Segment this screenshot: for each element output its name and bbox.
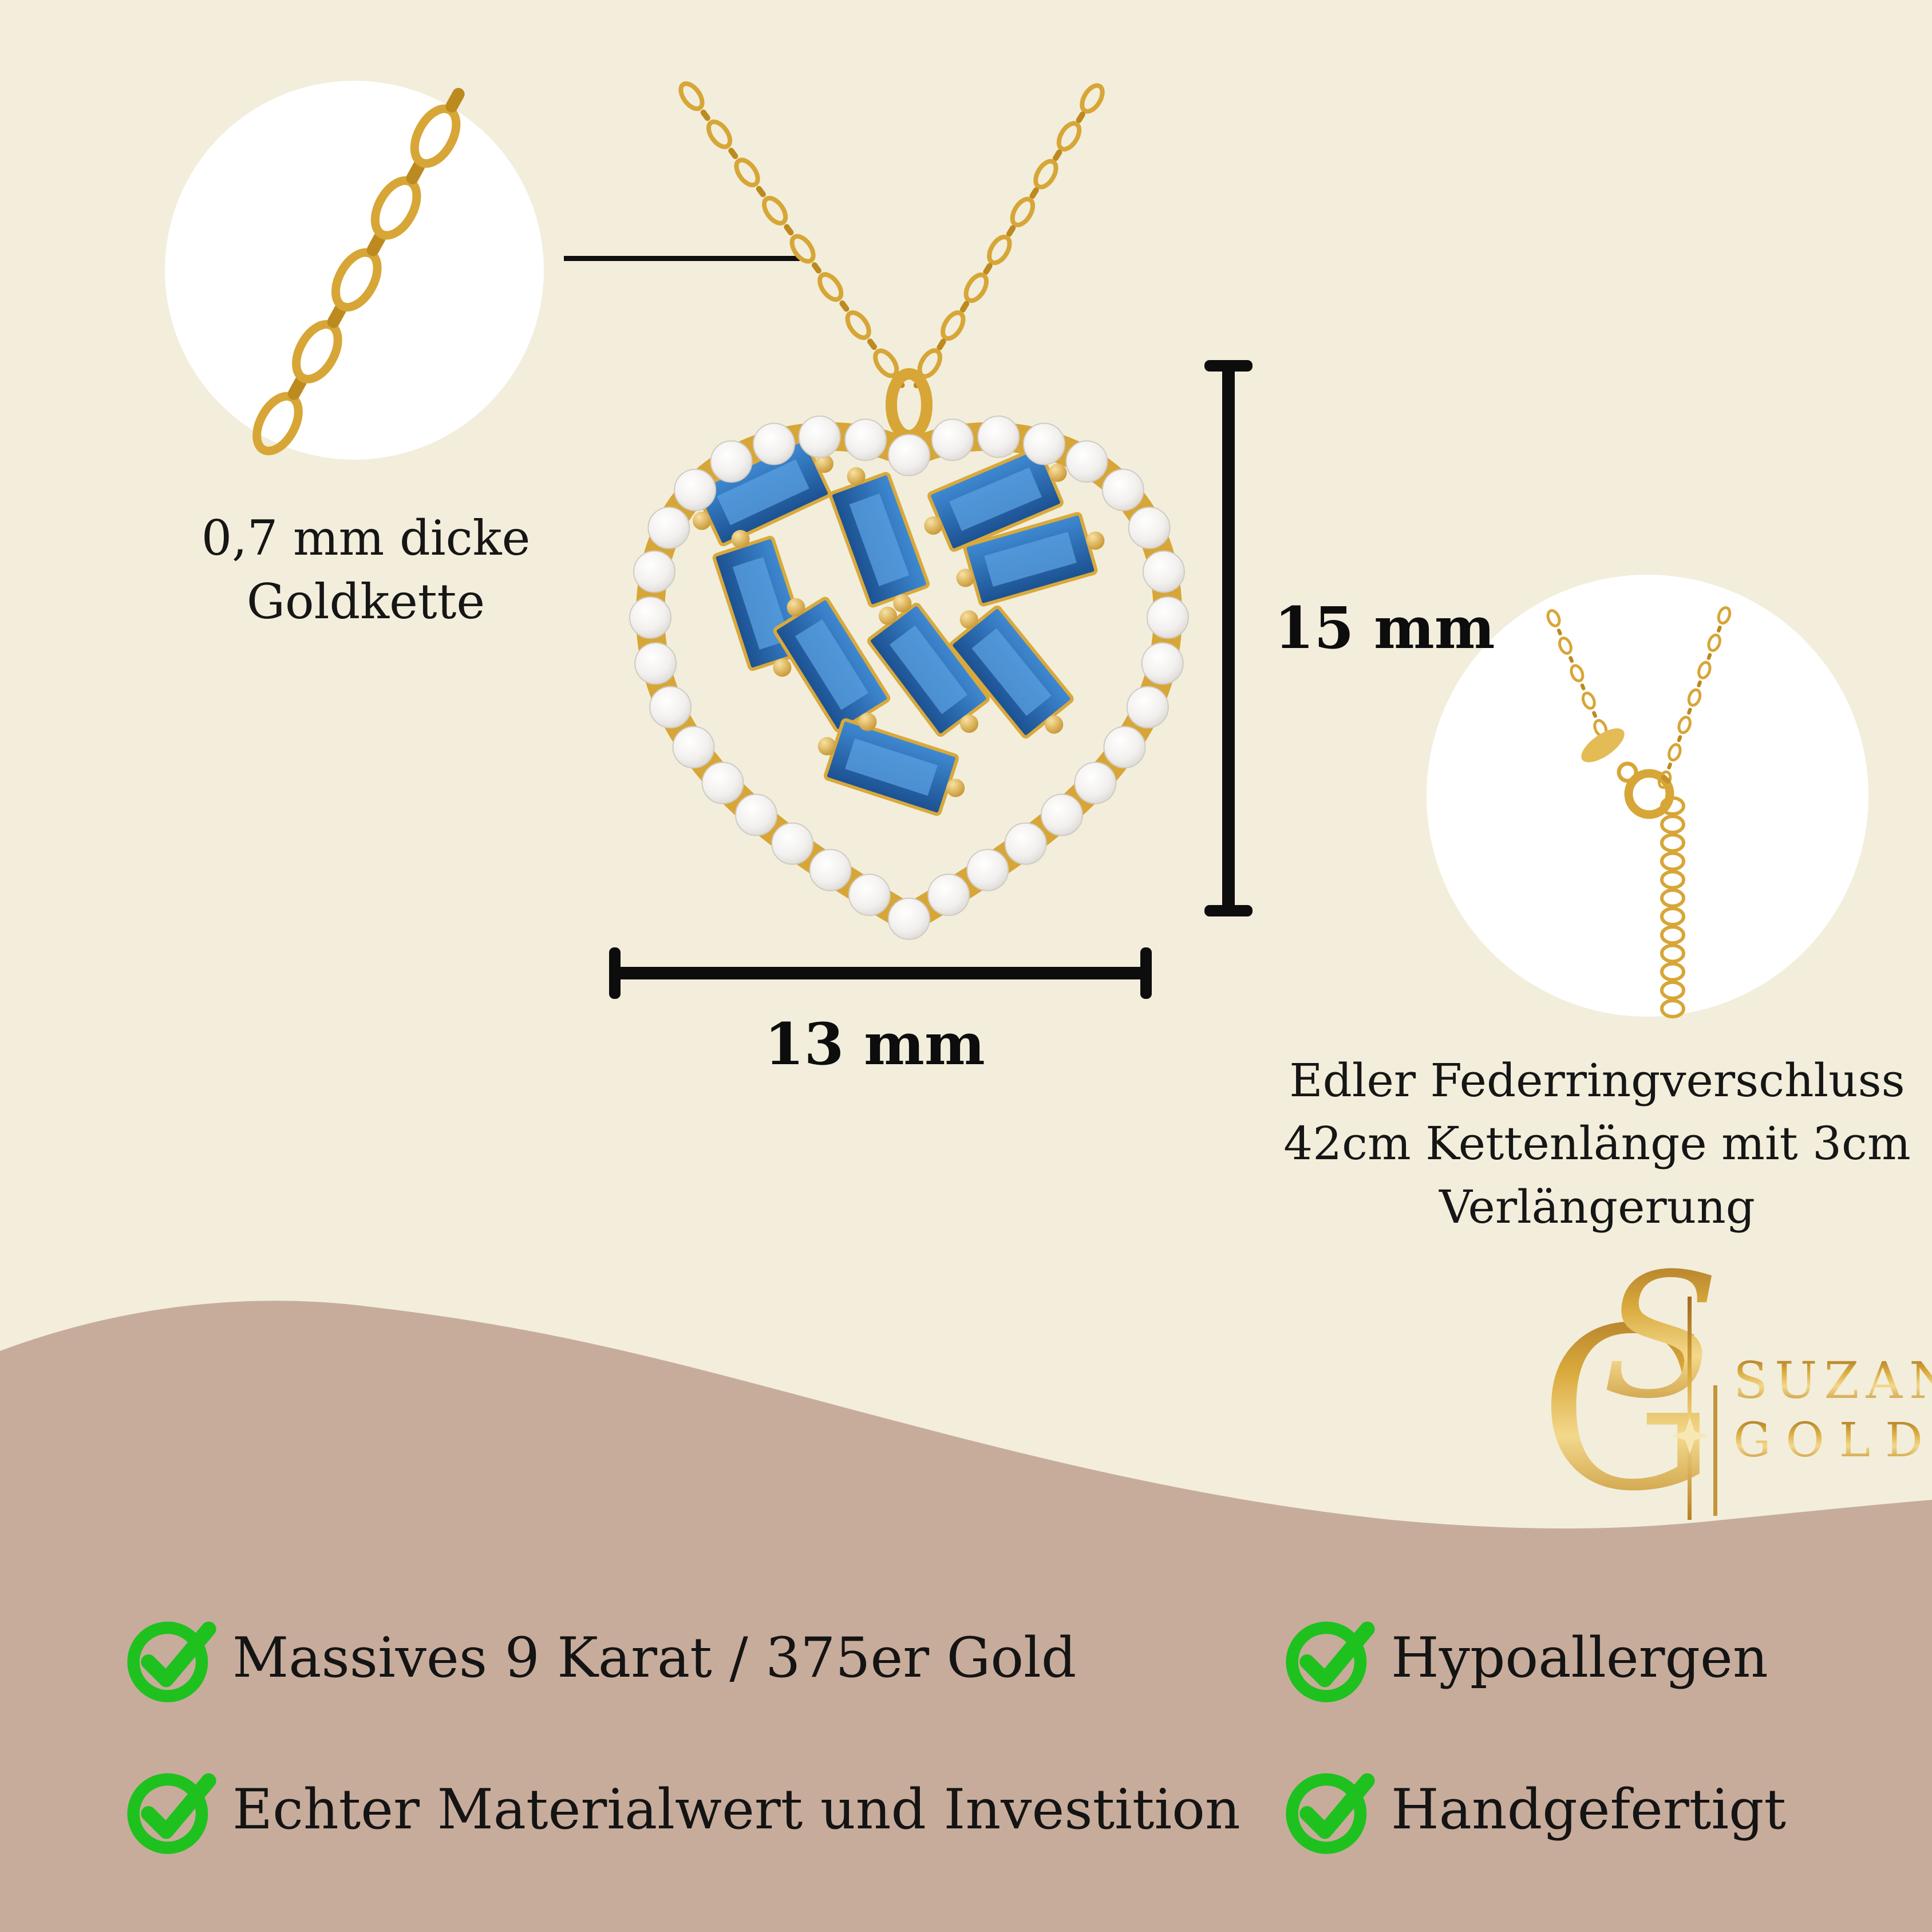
feature-label: Echter Materialwert und Investition — [232, 1777, 1240, 1842]
gold-chain-closeup-photo — [252, 88, 465, 456]
gold-beads — [693, 455, 1105, 797]
logo-divider — [1713, 1385, 1717, 1516]
feature-row-hypoallergenic: Hypoallergen — [1281, 1607, 1768, 1708]
callout-connector-line — [564, 256, 800, 261]
feature-row-handmade: Handgefertigt — [1281, 1759, 1786, 1860]
width-measure — [609, 947, 1152, 999]
heart-cz-stones — [629, 415, 1189, 940]
width-measure-label: 13 mm — [764, 1010, 985, 1078]
checkmark-icon — [1281, 1760, 1380, 1859]
logo-sparkle-icon — [1672, 1417, 1708, 1454]
clasp-callout-line1: Edler Federringverschluss — [1289, 1054, 1905, 1107]
feature-label: Hypoallergen — [1391, 1626, 1768, 1690]
pendant-bail — [886, 368, 933, 441]
logo-stem — [1688, 1297, 1692, 1520]
clasp-callout-line2: 42cm Kettenlänge mit 3cm — [1283, 1117, 1911, 1171]
feature-row-gold: Massives 9 Karat / 375er Gold — [123, 1607, 1076, 1708]
checkmark-icon — [1281, 1609, 1380, 1707]
clasp-chain-right — [1657, 606, 1732, 789]
checkmark-icon — [123, 1609, 221, 1707]
feature-label: Massives 9 Karat / 375er Gold — [232, 1626, 1077, 1690]
brand-name-line1: SUZAN — [1733, 1351, 1932, 1410]
logo-monogram-g: G — [1539, 1280, 1717, 1540]
chain-callout-line1: 0,7 mm dicke — [201, 510, 531, 566]
checkmark-icon — [123, 1760, 221, 1859]
necklace-chain-left-arm — [678, 81, 905, 388]
chain-callout-line2: Goldkette — [246, 573, 485, 630]
clasp-callout: Edler Federringverschluss 42cm Kettenlän… — [1282, 1049, 1912, 1239]
chain-callout: 0,7 mm dicke Goldkette — [165, 507, 566, 634]
logo-monogram-s: S — [1602, 1236, 1720, 1436]
chain-closeup-circle — [165, 81, 544, 460]
height-measure-label: 15 mm — [1274, 594, 1495, 662]
blue-baguette-stones — [694, 438, 1098, 816]
brand-name-line2: GOLD — [1733, 1413, 1932, 1468]
wave-shape — [0, 1301, 1932, 1932]
extension-chain — [1660, 796, 1685, 1018]
feature-label: Handgefertigt — [1391, 1777, 1787, 1842]
clasp-closeup-circle — [1427, 575, 1868, 1017]
spring-ring-clasp — [1581, 728, 1674, 819]
clasp-callout-line3: Verlängerung — [1439, 1180, 1755, 1234]
brand-logo: G S SUZAN GOLD — [1539, 1236, 1932, 1540]
height-measure — [1204, 360, 1253, 916]
heart-pendant — [636, 422, 1182, 933]
feature-row-value: Echter Materialwert und Investition — [123, 1759, 1240, 1860]
necklace-chain-right-arm — [913, 83, 1105, 389]
